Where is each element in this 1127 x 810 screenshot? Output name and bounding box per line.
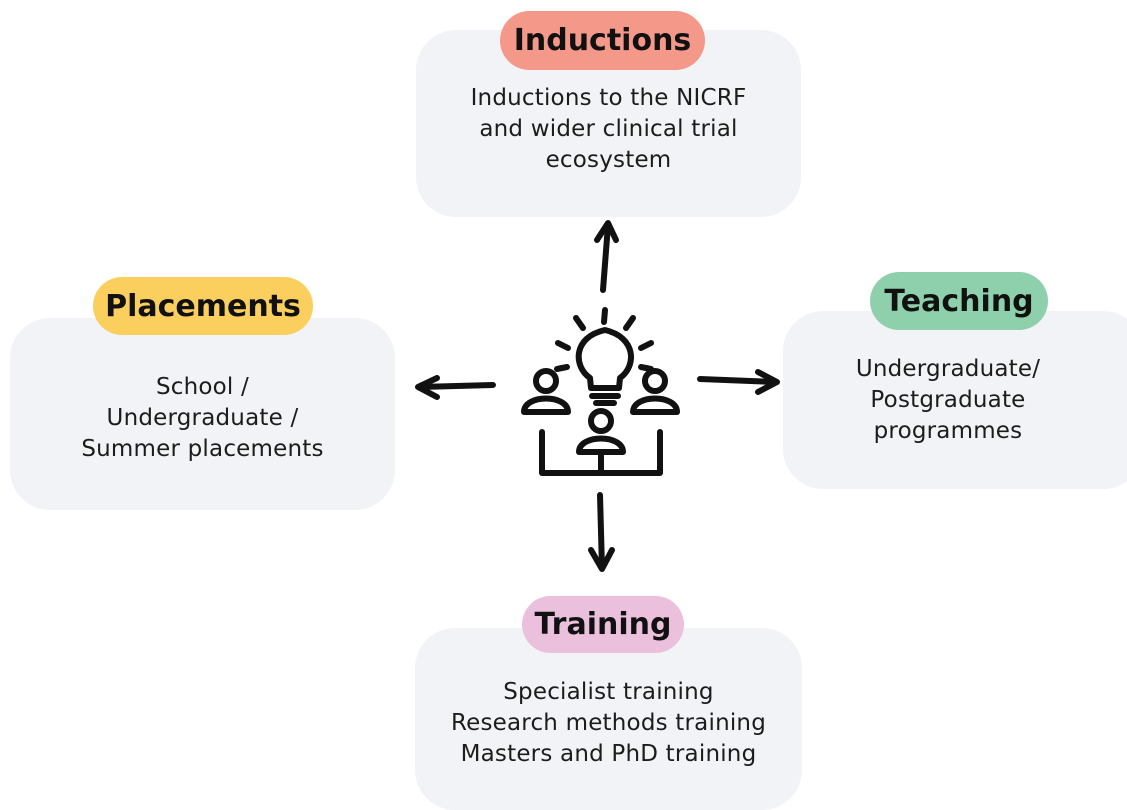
teaching-card: Undergraduate/ Postgraduate programmes — [783, 311, 1127, 489]
inductions-text: Inductions to the NICRF and wider clinic… — [470, 85, 747, 173]
placements-card: School / Undergraduate / Summer placemen… — [10, 318, 395, 510]
arrow-up — [594, 220, 619, 293]
training-text: Specialist training Research methods tra… — [450, 678, 767, 767]
arrow-left — [415, 375, 496, 400]
placements-label: Placements — [93, 277, 313, 335]
training-card: Specialist training Research methods tra… — [415, 628, 802, 810]
teaching-label: Teaching — [870, 272, 1048, 330]
teaching-text: Undergraduate/ Postgraduate programmes — [855, 355, 1041, 444]
idea-team-icon — [521, 307, 680, 476]
inductions-label: Inductions — [500, 11, 705, 70]
arrow-down — [588, 492, 615, 572]
training-label: Training — [522, 596, 684, 653]
arrow-right — [697, 369, 780, 395]
placements-text: School / Undergraduate / Summer placemen… — [81, 373, 324, 462]
